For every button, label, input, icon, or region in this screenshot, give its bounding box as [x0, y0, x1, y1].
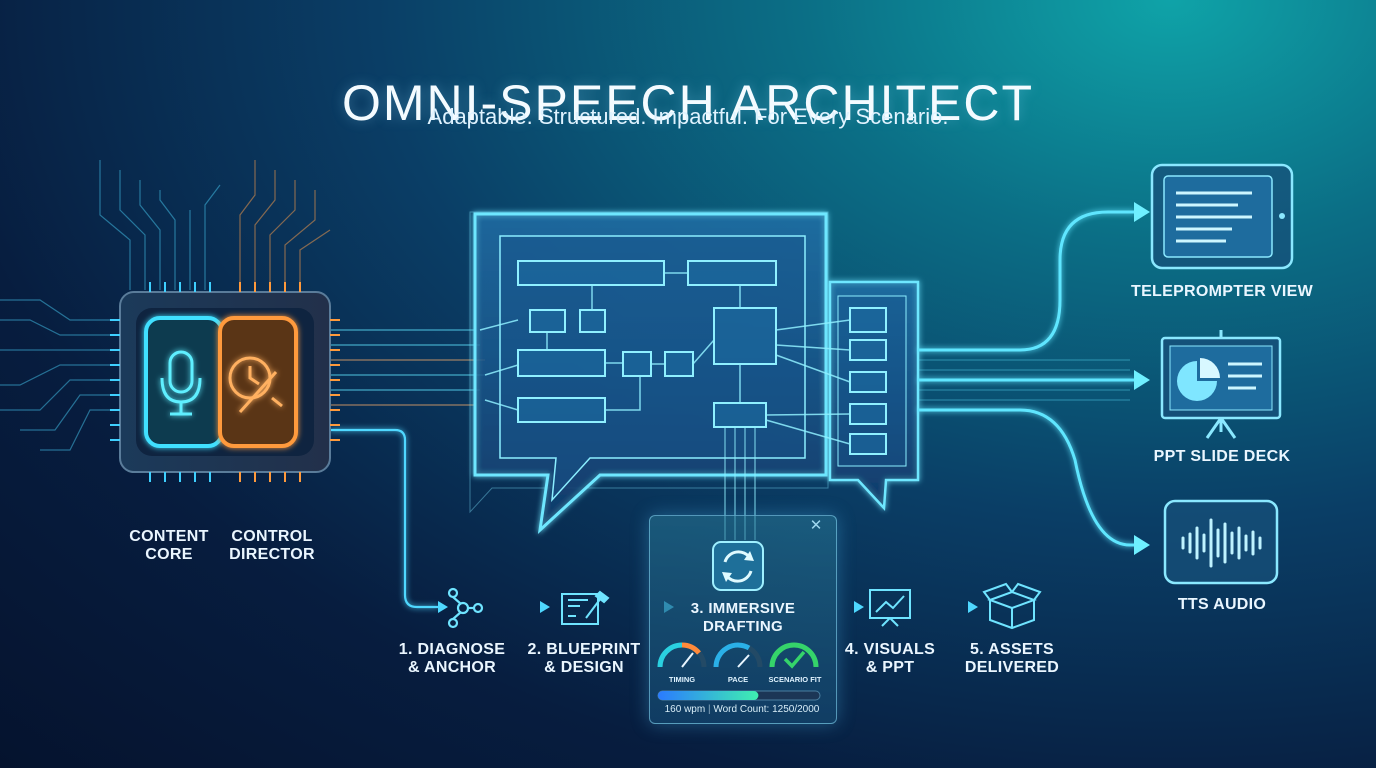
control-director-line-1: CONTROL: [231, 528, 313, 545]
gauge-label-scenario-fit: SCENARIO FIT: [768, 675, 822, 684]
close-icon[interactable]: ✕: [809, 517, 823, 534]
circuit-traces: [0, 160, 221, 451]
step-3-label: 3. IMMERSIVE DRAFTING: [666, 600, 820, 636]
scenario-fit-gauge: [769, 642, 819, 669]
slide-easel-icon: [1160, 330, 1282, 439]
processor-chip: [110, 282, 340, 482]
gauge-label-timing: TIMING: [668, 675, 696, 684]
output-label-ppt: PPT SLIDE DECK: [1153, 448, 1291, 465]
step-3-line-2: DRAFTING: [703, 618, 783, 635]
network-nodes-icon: [447, 587, 484, 629]
output-label-teleprompter: TELEPROMPTER VIEW: [1131, 283, 1313, 300]
content-core-line-2: CORE: [145, 546, 193, 563]
control-director-line-2: DIRECTOR: [229, 546, 315, 563]
step-2-line-2: & DESIGN: [544, 659, 624, 676]
step-5-label: 5. ASSETS DELIVERED: [958, 641, 1066, 677]
speech-bubble-blueprint: [469, 211, 920, 540]
page-subtitle: Adaptable. Structured. Impactful. For Ev…: [427, 104, 949, 129]
drafting-panel-graphics: [657, 541, 821, 701]
microphone-icon: [160, 350, 202, 416]
flow-path-core-to-steps: [330, 428, 438, 609]
tablet-text-icon: [1150, 163, 1294, 270]
step-1-line-1: 1. DIAGNOSE: [398, 641, 506, 658]
page-title: OMNI-SPEECH ARCHITECT: [341, 74, 1035, 131]
control-director-label: CONTROL DIRECTOR: [224, 528, 320, 564]
presentation-chart-icon: [869, 589, 911, 627]
blueprint-pencil-icon: [561, 590, 610, 625]
circuit-traces-orange: [239, 160, 331, 290]
sound-wave-icon: [1163, 499, 1279, 585]
step-2-line-1: 2. BLUEPRINT: [527, 641, 641, 658]
content-core-label: CONTENT CORE: [124, 528, 214, 564]
timing-gauge: [657, 642, 707, 668]
pace-gauge: [713, 642, 763, 668]
step-4-line-2: & PPT: [865, 659, 915, 676]
open-box-icon: [982, 582, 1042, 630]
output-streams: [918, 210, 1135, 547]
refresh-cycle-icon: [712, 541, 764, 591]
gauge-label-pace: PACE: [727, 675, 749, 684]
output-arrowheads: [1134, 202, 1150, 555]
clock-pencil-icon: [228, 356, 283, 414]
data-streams-in: [330, 329, 485, 406]
step-3-line-1: 3. IMMERSIVE: [690, 600, 796, 617]
wpm-readout: 160 wpm: [664, 704, 706, 715]
step-5-line-2: DELIVERED: [964, 659, 1060, 676]
progress-fill: [658, 691, 759, 700]
status-line: 160 wpm | Word Count: 1250/2000: [664, 704, 820, 715]
step-1-line-2: & ANCHOR: [407, 659, 497, 676]
content-core-line-1: CONTENT: [129, 528, 209, 545]
step-4-line-1: 4. VISUALS: [844, 641, 936, 658]
step-1-label: 1. DIAGNOSE & ANCHOR: [394, 641, 510, 677]
word-count-readout: Word Count: 1250/2000: [713, 704, 820, 715]
step-4-label: 4. VISUALS & PPT: [840, 641, 940, 677]
step-2-label: 2. BLUEPRINT & DESIGN: [524, 641, 644, 677]
output-label-tts: TTS AUDIO: [1177, 596, 1267, 613]
step-5-line-1: 5. ASSETS: [970, 641, 1054, 658]
